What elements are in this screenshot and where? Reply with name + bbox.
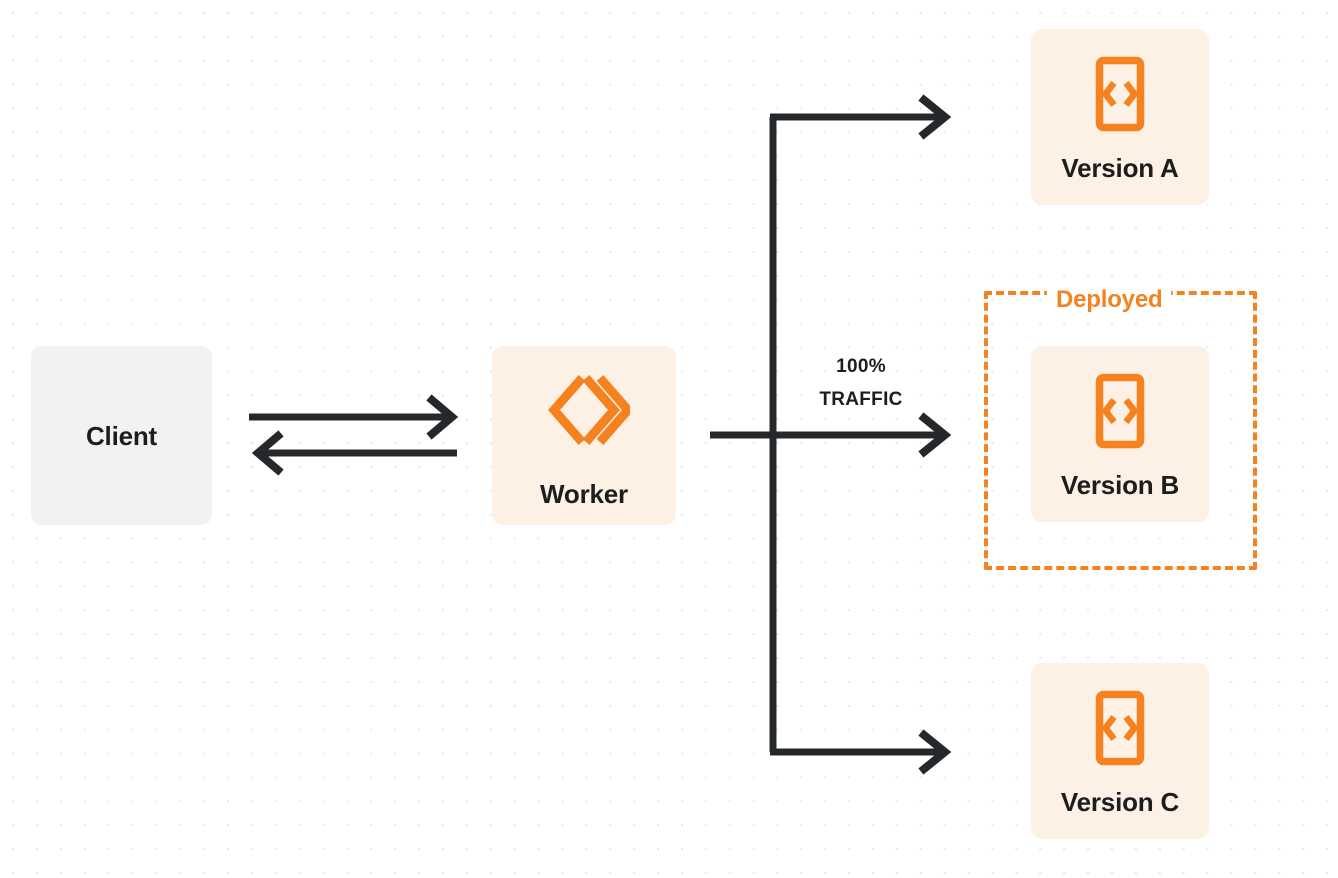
client-node[interactable]: Client [31, 346, 212, 525]
version-b-node[interactable]: Version B [1031, 346, 1209, 522]
deployed-badge: Deployed [1047, 286, 1172, 314]
version-c-node[interactable]: Version C [1031, 663, 1209, 839]
traffic-word: TRAFFIC [819, 389, 903, 410]
arrow-worker-to-client [251, 430, 457, 476]
arrow-worker-to-version-b [710, 412, 952, 458]
code-document-icon [1091, 688, 1149, 773]
arrow-client-to-worker [249, 394, 459, 440]
cloudflare-workers-chevrons-icon [538, 364, 634, 461]
arrow-worker-to-version-c [770, 729, 952, 775]
version-a-label: Version A [1061, 152, 1179, 183]
version-a-node[interactable]: Version A [1031, 29, 1209, 205]
arrow-worker-to-version-a [770, 94, 952, 140]
version-b-label: Version B [1060, 469, 1180, 500]
worker-node[interactable]: Worker [492, 346, 676, 525]
worker-label: Worker [540, 479, 628, 509]
code-document-icon [1091, 371, 1149, 456]
version-c-label: Version C [1060, 786, 1180, 817]
traffic-percent: 100% [836, 356, 886, 377]
traffic-label: 100% TRAFFIC [800, 350, 922, 416]
client-label: Client [85, 420, 158, 451]
code-document-icon [1091, 54, 1149, 139]
